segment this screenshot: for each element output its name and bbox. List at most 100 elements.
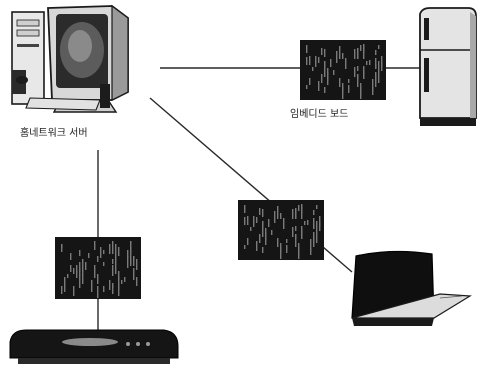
board-trace xyxy=(309,78,310,85)
board-trace xyxy=(298,243,299,255)
board-trace xyxy=(378,45,379,49)
board-trace xyxy=(316,205,317,209)
board-trace xyxy=(271,230,272,235)
board-trace xyxy=(91,280,92,292)
board-trace xyxy=(292,209,293,219)
board-trace xyxy=(313,234,314,241)
board-trace xyxy=(79,280,80,288)
board-trace xyxy=(253,216,254,223)
board-trace xyxy=(333,70,334,75)
board-trace xyxy=(306,57,307,65)
board-trace xyxy=(85,262,86,270)
desktop-computer-icon xyxy=(12,6,128,112)
board-trace xyxy=(127,256,128,268)
board-trace xyxy=(244,205,245,213)
board-trace xyxy=(372,79,373,91)
embedded-board-label: 임베디드 보드 xyxy=(290,105,348,120)
board-trace xyxy=(247,238,248,245)
board-trace xyxy=(321,74,322,83)
board-trace xyxy=(318,57,319,63)
board-trace xyxy=(316,221,317,231)
board-trace xyxy=(277,238,278,247)
board-trace xyxy=(103,286,104,292)
board-trace xyxy=(378,61,379,71)
board-trace xyxy=(262,227,263,237)
board-trace xyxy=(306,45,307,53)
board-trace xyxy=(369,60,370,65)
board-trace xyxy=(259,208,260,215)
board-trace xyxy=(109,244,110,254)
board-trace xyxy=(339,78,340,87)
board-trace xyxy=(250,227,251,231)
board-trace xyxy=(336,51,337,63)
board-trace xyxy=(265,232,266,245)
board-trace xyxy=(61,286,62,294)
board-trace xyxy=(79,250,80,256)
board-trace xyxy=(97,274,98,284)
board-trace xyxy=(82,259,83,272)
board-trace xyxy=(76,265,77,274)
board-trace xyxy=(345,58,346,69)
board-trace xyxy=(88,253,89,258)
board-trace xyxy=(360,83,361,95)
board-trace xyxy=(118,271,119,280)
board-trace xyxy=(375,74,376,81)
board-trace xyxy=(262,247,263,253)
board-trace xyxy=(109,280,110,290)
board-trace xyxy=(304,221,305,225)
board-trace xyxy=(295,234,296,239)
board-trace xyxy=(315,56,316,63)
board-trace xyxy=(327,72,328,85)
board-trace xyxy=(136,259,137,270)
board-trace xyxy=(124,277,125,282)
board-trace xyxy=(306,85,307,89)
board-trace xyxy=(115,250,116,262)
embedded-board-settop-link xyxy=(55,237,141,299)
board-trace xyxy=(130,247,131,254)
board-trace xyxy=(103,262,104,266)
board-trace xyxy=(286,245,287,249)
board-trace xyxy=(339,46,340,59)
board-trace xyxy=(64,283,65,292)
board-trace xyxy=(130,259,131,266)
board-trace xyxy=(295,226,296,231)
board-trace xyxy=(292,227,293,237)
board-trace xyxy=(67,274,68,278)
board-trace xyxy=(97,286,98,298)
board-trace xyxy=(286,239,287,243)
board-trace xyxy=(348,79,349,83)
embedded-board-fridge-link xyxy=(300,40,386,100)
board-trace xyxy=(354,67,355,77)
set-top-box-icon xyxy=(10,330,178,364)
board-trace xyxy=(375,50,376,55)
board-trace xyxy=(82,271,83,284)
board-trace xyxy=(112,241,113,254)
board-trace xyxy=(298,205,299,211)
board-trace xyxy=(342,87,343,99)
board-trace xyxy=(301,226,302,239)
board-trace xyxy=(301,204,302,213)
board-trace xyxy=(363,66,364,79)
board-trace xyxy=(316,231,317,243)
board-trace xyxy=(118,247,119,256)
board-trace xyxy=(64,277,65,284)
board-trace xyxy=(283,218,284,229)
board-trace xyxy=(244,245,245,249)
board-trace xyxy=(277,206,278,219)
board-trace xyxy=(330,59,331,67)
board-trace xyxy=(321,48,322,55)
board-trace xyxy=(313,218,314,229)
board-trace xyxy=(312,67,313,71)
board-trace xyxy=(342,53,343,59)
board-trace xyxy=(136,277,137,286)
board-trace xyxy=(115,244,116,250)
board-trace xyxy=(324,49,325,57)
board-trace xyxy=(313,240,314,247)
server-label: 홈네트워크 서버 xyxy=(20,124,88,139)
board-trace xyxy=(309,56,310,65)
board-trace xyxy=(256,217,257,223)
laptop-icon xyxy=(352,251,470,326)
board-trace xyxy=(360,45,361,51)
board-trace xyxy=(94,265,95,278)
